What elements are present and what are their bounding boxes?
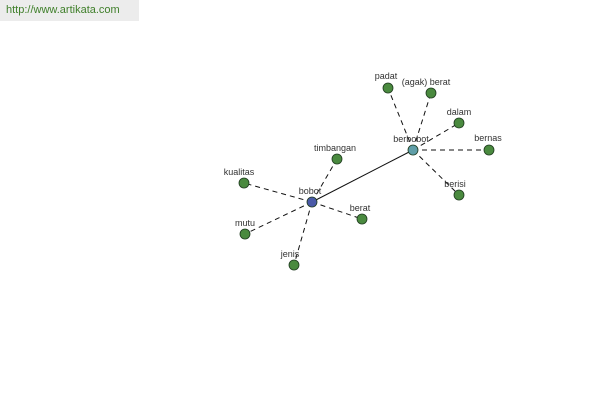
- node-label-dalam[interactable]: dalam: [447, 107, 472, 117]
- node-timbangan[interactable]: [331, 153, 343, 165]
- node-label-mutu[interactable]: mutu: [235, 218, 255, 228]
- edge-berbobot-berisi: [412, 149, 460, 196]
- node-label-berisi[interactable]: berisi: [444, 179, 466, 189]
- node-label-padat[interactable]: padat: [375, 71, 398, 81]
- labels-layer: bobot berbobot timbangan kualitas mutu jenis b…: [224, 71, 503, 259]
- nodes-layer: [238, 82, 495, 271]
- node-berat1[interactable]: [356, 213, 368, 225]
- node-kualitas[interactable]: [238, 177, 250, 189]
- edge-bobot-kualitas: [243, 182, 313, 203]
- node-mutu[interactable]: [239, 228, 251, 240]
- node-jenis[interactable]: [288, 259, 300, 271]
- edge-berbobot-padat: [387, 87, 414, 151]
- node-padat[interactable]: [382, 82, 394, 94]
- node-label-agak_berat[interactable]: (agak) berat: [402, 77, 451, 87]
- node-label-bobot[interactable]: bobot: [299, 186, 322, 196]
- edge-bobot-mutu: [244, 201, 313, 235]
- node-dalam[interactable]: [453, 117, 465, 129]
- edge-berbobot-agak_berat: [412, 92, 432, 151]
- node-label-jenis[interactable]: jenis: [280, 249, 300, 259]
- node-label-bernas[interactable]: bernas: [474, 133, 502, 143]
- node-berisi[interactable]: [453, 189, 465, 201]
- node-label-kualitas[interactable]: kualitas: [224, 167, 255, 177]
- node-label-berbobot[interactable]: berbobot: [393, 134, 429, 144]
- node-bobot[interactable]: [306, 196, 318, 208]
- edge-bobot-berbobot: [311, 149, 414, 203]
- node-berbobot[interactable]: [407, 144, 419, 156]
- node-label-berat1[interactable]: berat: [350, 203, 371, 213]
- node-label-timbangan[interactable]: timbangan: [314, 143, 356, 153]
- node-bernas[interactable]: [483, 144, 495, 156]
- edge-bobot-jenis: [293, 201, 313, 266]
- source-link[interactable]: http://www.artikata.com: [0, 0, 139, 21]
- edges-layer: [243, 87, 489, 266]
- node-agak_berat[interactable]: [425, 87, 437, 99]
